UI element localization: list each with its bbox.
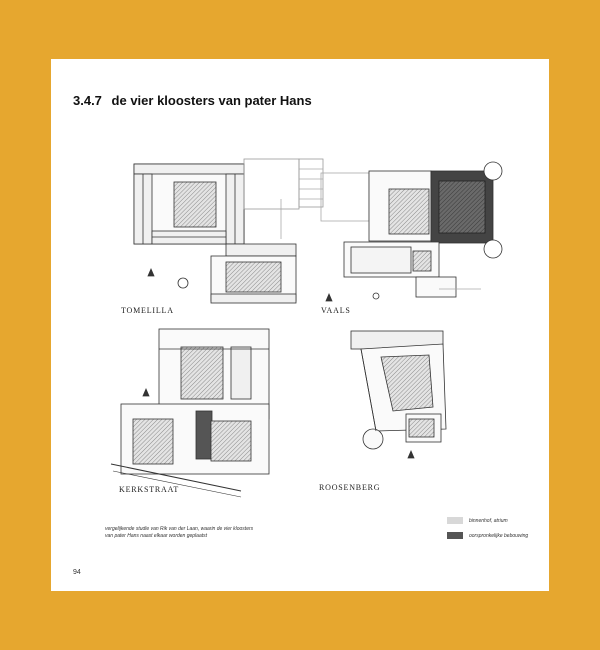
plan-kerkstraat [110, 328, 270, 498]
legend-item-courtyard: binnenhof, atrium [447, 517, 508, 524]
legend-item-original: oorspronkelijke bebouwing [447, 532, 528, 539]
legend-swatch-light [447, 517, 463, 524]
legend-swatch-dark [447, 532, 463, 539]
floor-plans-figure [110, 158, 503, 498]
figure-caption: vergelijkende studie van Rik van der Laa… [105, 526, 254, 539]
section-number: 3.4.7 [73, 93, 102, 108]
section-heading: 3.4.7 de vier kloosters van pater Hans [73, 93, 312, 108]
legend-label: binnenhof, atrium [469, 517, 508, 524]
plan-label-roosenberg: ROOSENBERG [319, 483, 381, 492]
plan-tomelilla [133, 158, 324, 304]
page-number: 94 [73, 569, 81, 576]
book-page: 3.4.7 de vier kloosters van pater Hans [51, 59, 549, 591]
section-title: de vier kloosters van pater Hans [111, 93, 312, 108]
plan-label-vaals: VAALS [321, 306, 351, 315]
plan-label-tomelilla: TOMELILLA [121, 306, 174, 315]
plan-roosenberg [350, 330, 447, 459]
plan-label-kerkstraat: KERKSTRAAT [119, 485, 180, 494]
legend-label: oorspronkelijke bebouwing [469, 532, 529, 539]
plan-vaals [320, 161, 503, 302]
